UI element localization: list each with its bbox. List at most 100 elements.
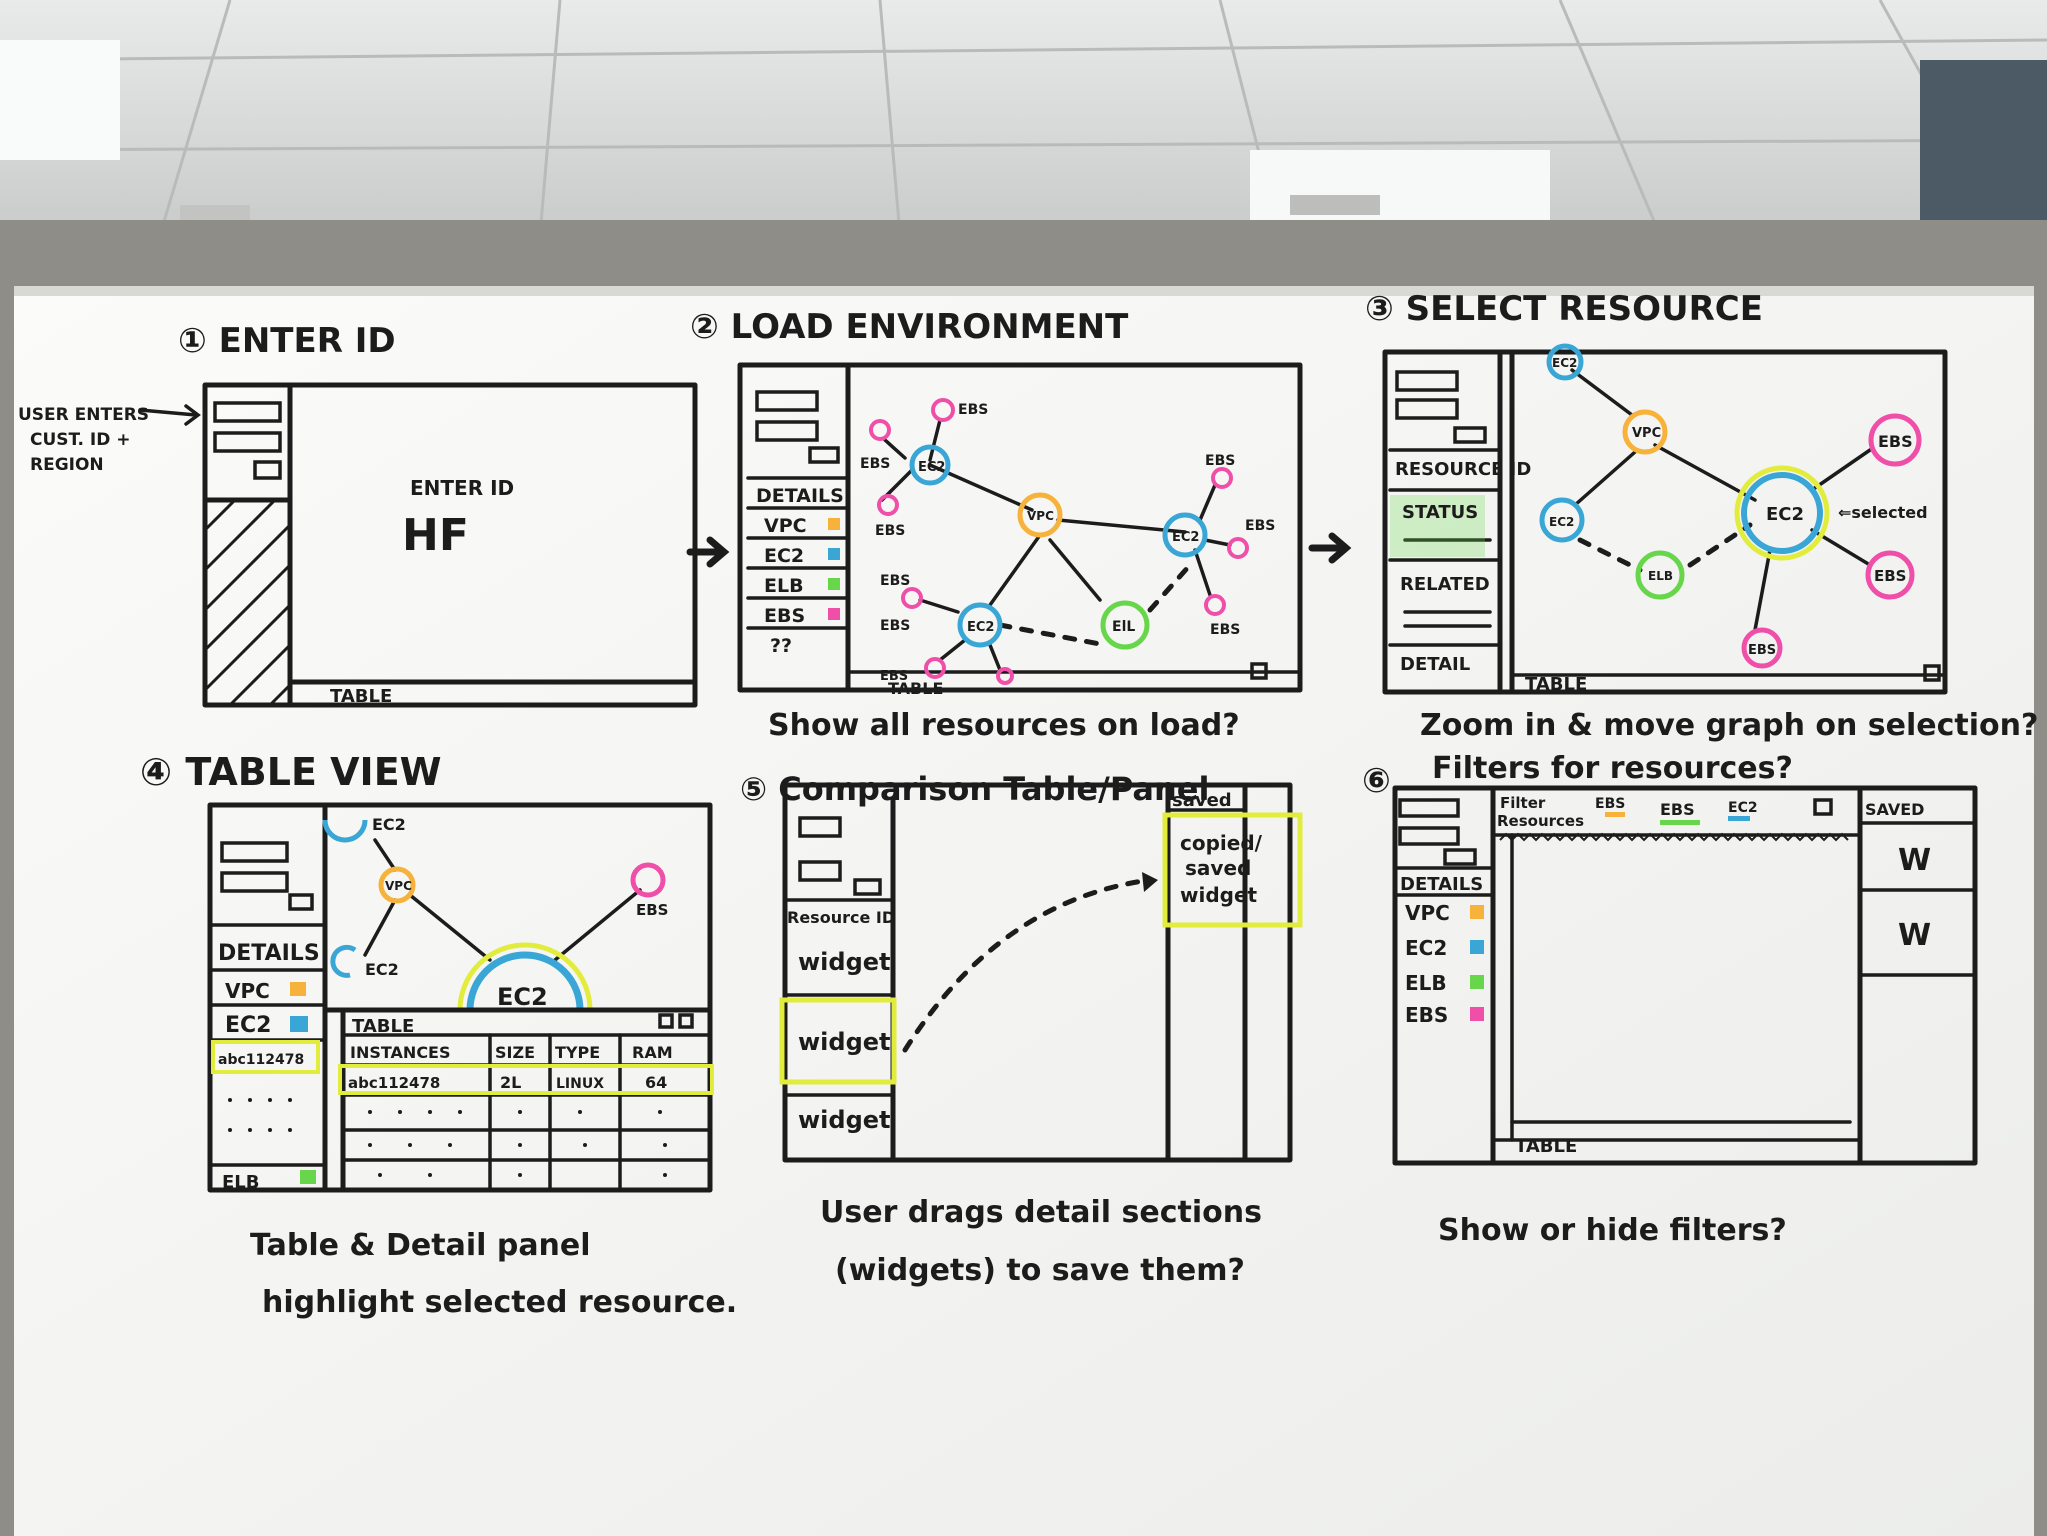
step6-number: ⑥: [1362, 761, 1391, 801]
whiteboard: [14, 286, 2034, 1536]
dragged-widget-highlight[interactable]: [779, 997, 897, 1085]
step5-caption-line1: User drags detail sections: [820, 1195, 1262, 1230]
sidebar-ec2: EC2: [764, 545, 804, 567]
sidebar-elb: ELB: [764, 575, 804, 597]
step5-sketch: ⑤ Comparison Table/Panel saved Resource …: [740, 770, 1303, 1288]
step1-table-label: TABLE: [330, 686, 392, 707]
filter-label-line1: Filter: [1500, 794, 1546, 812]
step6-table-label: TABLE: [1515, 1136, 1577, 1157]
node-ebs-label: EBS: [1748, 643, 1776, 658]
sidebar-details: DETAILS: [218, 941, 320, 966]
filter-chip-3[interactable]: EC2: [1728, 800, 1758, 816]
step1-title: ① ENTER ID: [178, 321, 396, 361]
sidebar-ec2: EC2: [1405, 936, 1447, 960]
sidebar-detail: DETAIL: [1400, 654, 1470, 675]
widget-1[interactable]: widget: [798, 948, 891, 976]
sidebar-unknown: ??: [770, 635, 792, 657]
step1-sketch: ① ENTER ID USER ENTERS CUST. ID + REGION…: [18, 321, 698, 708]
step4-title: ④ TABLE VIEW: [140, 750, 442, 794]
sidebar-resource-id: Resource ID: [787, 908, 895, 927]
step4-caption-line2: highlight selected resource.: [262, 1285, 737, 1320]
node-ebs-label: EBS: [1245, 518, 1275, 534]
side-note-line2: CUST. ID +: [30, 430, 131, 450]
cell-ram: 64: [645, 1073, 667, 1092]
node-ebs-label: EBS: [636, 901, 668, 919]
saved-header: SAVED: [1865, 800, 1924, 819]
node-ebs-label: EBS: [1878, 432, 1913, 451]
step3-sketch: ③ SELECT RESOURCE RESOURCE ID STATUS REL…: [1365, 289, 2038, 743]
node-ec2-a: EC2: [918, 460, 945, 475]
col-header-instances: INSTANCES: [350, 1043, 451, 1062]
sidebar-elb: ELB: [222, 1172, 260, 1193]
node-ebs-label: EBS: [1205, 453, 1235, 469]
saved-widget-line2: saved: [1185, 856, 1251, 880]
sidebar-instance-id: abc112478: [218, 1052, 304, 1068]
side-note-line3: REGION: [30, 455, 104, 475]
node-ebs-label: EBS: [1874, 567, 1906, 585]
step3-table-label: TABLE: [1525, 674, 1587, 695]
sidebar-details: DETAILS: [1400, 874, 1483, 895]
step5-title: ⑤ Comparison Table/Panel: [740, 770, 1209, 808]
step2-table-label: TABLE: [888, 679, 943, 698]
sidebar-ec2: EC2: [225, 1013, 271, 1038]
node-ec2-selected-label: EC2: [1766, 504, 1804, 525]
sidebar-details: DETAILS: [756, 485, 844, 507]
saved-widget-1[interactable]: W: [1898, 843, 1931, 878]
sidebar-status: STATUS: [1402, 502, 1478, 523]
step6-question: Filters for resources?: [1432, 751, 1793, 786]
enter-id-value: HF: [402, 510, 469, 561]
filter-label-line2: Resources: [1497, 812, 1584, 830]
col-header-type: TYPE: [555, 1043, 600, 1062]
col-header-ram: RAM: [632, 1043, 673, 1062]
step4-caption-line1: Table & Detail panel: [250, 1228, 591, 1263]
sidebar-related: RELATED: [1400, 574, 1490, 595]
step2-sketch: ② LOAD ENVIRONMENT DETAILS VPC EC2 ELB E…: [690, 307, 1303, 743]
selected-ec2-node[interactable]: [1741, 472, 1823, 554]
node-ec2-c: EC2: [967, 620, 994, 635]
highlighted-instance[interactable]: [211, 1040, 320, 1074]
sidebar-elb: ELB: [1405, 971, 1447, 995]
node-ebs-label: EBS: [880, 573, 910, 589]
sidebar-vpc: VPC: [764, 515, 807, 537]
ceiling: [0, 0, 2047, 236]
node-ec2-label: EC2: [365, 960, 399, 979]
selected-note: ⇐selected: [1838, 503, 1928, 522]
step6-sketch: Filters for resources? ⑥ Filter Resource…: [1362, 751, 1978, 1248]
enter-id-label: ENTER ID: [410, 476, 514, 500]
step4-table-label: TABLE: [352, 1016, 414, 1037]
step2-title: ② LOAD ENVIRONMENT: [690, 307, 1129, 347]
step3-title: ③ SELECT RESOURCE: [1365, 289, 1763, 329]
widget-2[interactable]: widget: [798, 1028, 891, 1056]
node-ec2-small: EC2: [1549, 515, 1574, 529]
saved-widget-2[interactable]: W: [1898, 918, 1931, 953]
node-ec2-selected-label: EC2: [497, 983, 548, 1011]
node-ec2-small: EC2: [1552, 356, 1577, 370]
cell-size: 2L: [500, 1073, 521, 1092]
node-ec2-label: EC2: [372, 815, 406, 834]
ceiling-light-icon: [0, 40, 120, 160]
step5-caption-line2: (widgets) to save them?: [835, 1253, 1245, 1288]
arrow-right-icon: [1308, 532, 1352, 564]
arrow-right-icon: [686, 536, 730, 568]
saved-widget[interactable]: [1162, 812, 1303, 928]
node-vpc: VPC: [385, 879, 412, 893]
highlighted-table-row[interactable]: [338, 1064, 714, 1095]
cell-instance: abc112478: [348, 1074, 440, 1092]
step2-question: Show all resources on load?: [768, 708, 1240, 743]
saved-widget-line3: widget: [1180, 883, 1258, 907]
step4-sketch: ④ TABLE VIEW DETAILS VPC EC2 abc112478 E…: [140, 750, 737, 1320]
widget-3[interactable]: widget: [798, 1106, 891, 1134]
node-ec2-b: EC2: [1172, 530, 1199, 545]
node-elb: ELB: [1648, 569, 1673, 583]
ceiling-light-icon: [1920, 60, 2047, 230]
saved-widget-line1: copied/: [1180, 831, 1263, 855]
filter-chip-2[interactable]: EBS: [1660, 800, 1695, 819]
sidebar-ebs: EBS: [764, 605, 805, 627]
side-note-line1: USER ENTERS: [18, 405, 149, 425]
node-ebs-label: EBS: [958, 402, 988, 418]
col-header-size: SIZE: [495, 1043, 535, 1062]
node-ebs-label: EBS: [880, 618, 910, 634]
saved-header: saved: [1172, 790, 1232, 811]
filter-chip-1[interactable]: EBS: [1595, 796, 1625, 812]
